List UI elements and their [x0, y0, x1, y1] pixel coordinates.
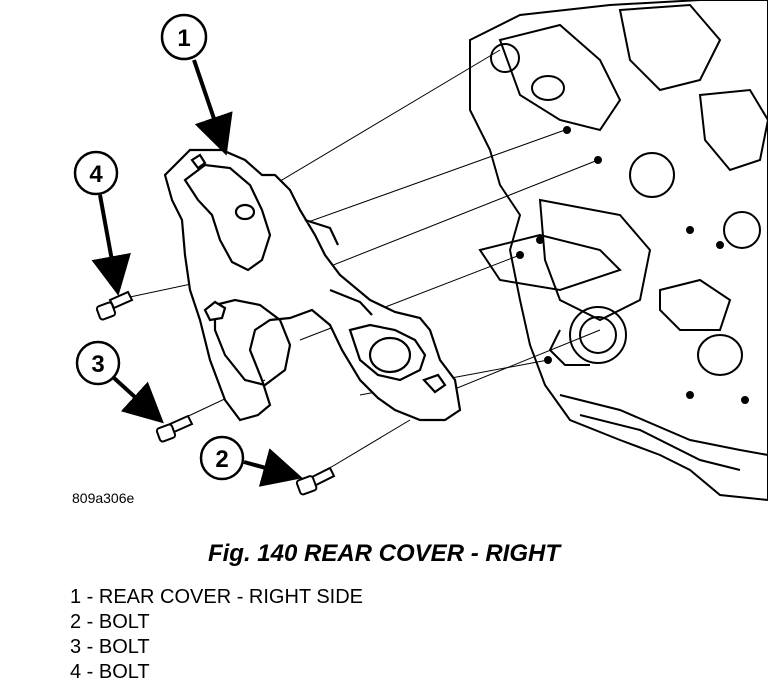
legend-item: 2 - BOLT	[70, 611, 150, 633]
bolt-2	[295, 466, 336, 496]
engine-block	[469, 0, 768, 502]
callout-2: 2	[199, 435, 303, 487]
svg-text:3: 3	[91, 351, 104, 378]
callout-1: 1	[160, 13, 233, 156]
svg-text:1: 1	[177, 25, 190, 52]
legend-item: 4 - BOLT	[70, 661, 150, 683]
rear-cover-right-side	[163, 148, 462, 422]
callout-4: 4	[73, 150, 131, 296]
bolt-3	[155, 414, 194, 443]
svg-text:2: 2	[215, 446, 228, 473]
parts-legend: 1 - REAR COVER - RIGHT SIDE 2 - BOLT 3 -…	[70, 585, 363, 685]
svg-text:4: 4	[89, 161, 103, 188]
bolt-4	[95, 290, 134, 321]
figure-caption: Fig. 140 REAR COVER - RIGHT	[207, 540, 561, 567]
exploded-view-illustration: 1 4 3 2	[73, 0, 768, 502]
figure-code: 809a306e	[72, 490, 135, 506]
callout-3: 3	[75, 340, 164, 424]
legend-item: 1 - REAR COVER - RIGHT SIDE	[70, 586, 364, 608]
legend-item: 3 - BOLT	[70, 636, 150, 658]
